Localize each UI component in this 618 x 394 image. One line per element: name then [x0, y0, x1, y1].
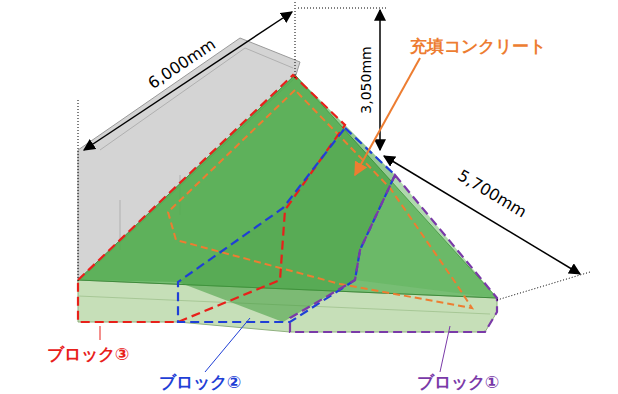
dimension-label: 5,700mm [453, 166, 531, 221]
block-label: ブロック② [157, 374, 243, 391]
block1-leader [440, 326, 450, 372]
block-label: ブロック① [415, 374, 501, 391]
material-label: 充填コンクリート [408, 38, 548, 55]
block-label: ブロック③ [45, 346, 131, 363]
fill-concrete-outline [168, 90, 472, 308]
block2-outline [178, 128, 395, 322]
block2-leader [205, 318, 250, 372]
block3-leader [100, 326, 101, 340]
dimension-label: 3,050mm [359, 44, 373, 115]
dimension-lines [78, 2, 590, 300]
block3-outline [78, 75, 345, 322]
block1-outline [290, 175, 497, 332]
